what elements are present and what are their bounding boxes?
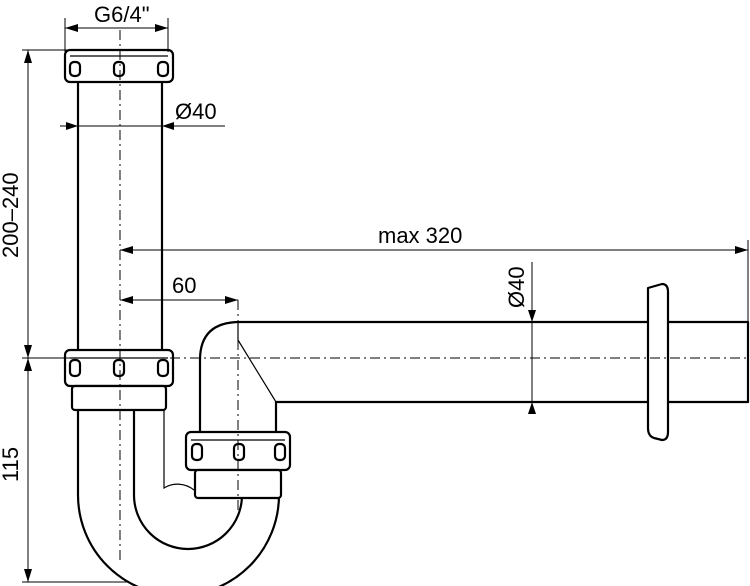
horizontal-pipe-diameter-label: Ø40: [504, 266, 529, 308]
thread-size-label: G6/4": [94, 2, 150, 27]
u-bend: [76, 403, 281, 586]
dimension-trap-depth: [22, 358, 130, 583]
dimension-horizontal-pipe-diameter: [528, 262, 536, 414]
dimension-max-length: [120, 240, 749, 322]
dimension-height-range: [22, 49, 78, 359]
max-length-label: max 320: [378, 223, 462, 248]
dimension-thread: [64, 18, 169, 52]
centerlines: [70, 30, 750, 560]
vertical-pipe-diameter-label: Ø40: [175, 99, 217, 124]
middle-nut: [63, 348, 175, 412]
dimension-offset: [120, 296, 238, 304]
top-nut: [63, 48, 175, 84]
offset-label: 60: [172, 273, 196, 298]
trap-depth-label: 115: [0, 447, 23, 482]
wall-rosette: [646, 282, 748, 442]
height-range-label: 200–240: [0, 172, 23, 258]
dimension-vertical-pipe-diameter: [60, 122, 225, 130]
